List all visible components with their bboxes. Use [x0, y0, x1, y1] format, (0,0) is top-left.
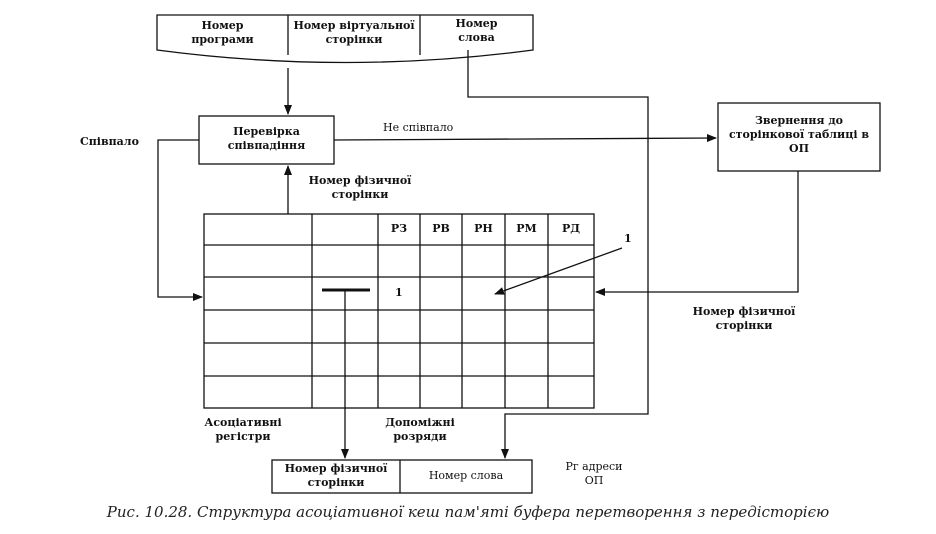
check-box-label: Перевірка співпадіння [227, 125, 306, 152]
word-number-label: Номер слова [455, 17, 498, 44]
header-rm: РМ [516, 222, 537, 235]
header-rz: РЗ [390, 222, 408, 235]
arrow-not-matched [333, 134, 717, 143]
table-frame [203, 213, 595, 409]
cell-one: 1 [395, 286, 403, 299]
output-register-frame [271, 459, 533, 494]
not-matched-label: Не співпало [383, 121, 454, 134]
arrow-word-number-route [467, 50, 649, 459]
arrow-pointer-1 [494, 247, 623, 295]
page-table-box-label: Звернення до сторінкової таблиці в ОП [728, 114, 869, 155]
output-physical-page-label: Номер фізичної сторінки [284, 462, 388, 489]
physical-page-number-right-label: Номер фізичної сторінки [692, 305, 796, 332]
virtual-page-number-label: Номер віртуальної сторінки [293, 19, 415, 46]
figure-caption: Рис. 10.28. Структура асоціативної кеш п… [106, 503, 830, 521]
pointer-one: 1 [624, 232, 632, 245]
arrow-page-table-to-table [595, 171, 799, 296]
ram-address-register-label: Рг адреси ОП [565, 460, 623, 487]
matched-label: Співпало [80, 135, 139, 148]
header-rn: РН [474, 222, 493, 235]
header-rd: РД [561, 222, 581, 235]
physical-page-number-top-label: Номер фізичної сторінки [308, 174, 412, 201]
page-table-box-frame [717, 102, 881, 172]
address-register-box [156, 14, 534, 64]
header-rv: РВ [432, 222, 450, 235]
program-number-label: Номер програми [191, 19, 254, 46]
table-grid [204, 214, 594, 408]
arrow-matched-loop [157, 139, 203, 301]
associative-registers-label: Асоціативні регістри [204, 416, 282, 443]
output-word-number-label: Номер слова [428, 469, 504, 482]
auxiliary-bits-label: Допоміжні розряди [385, 416, 455, 443]
